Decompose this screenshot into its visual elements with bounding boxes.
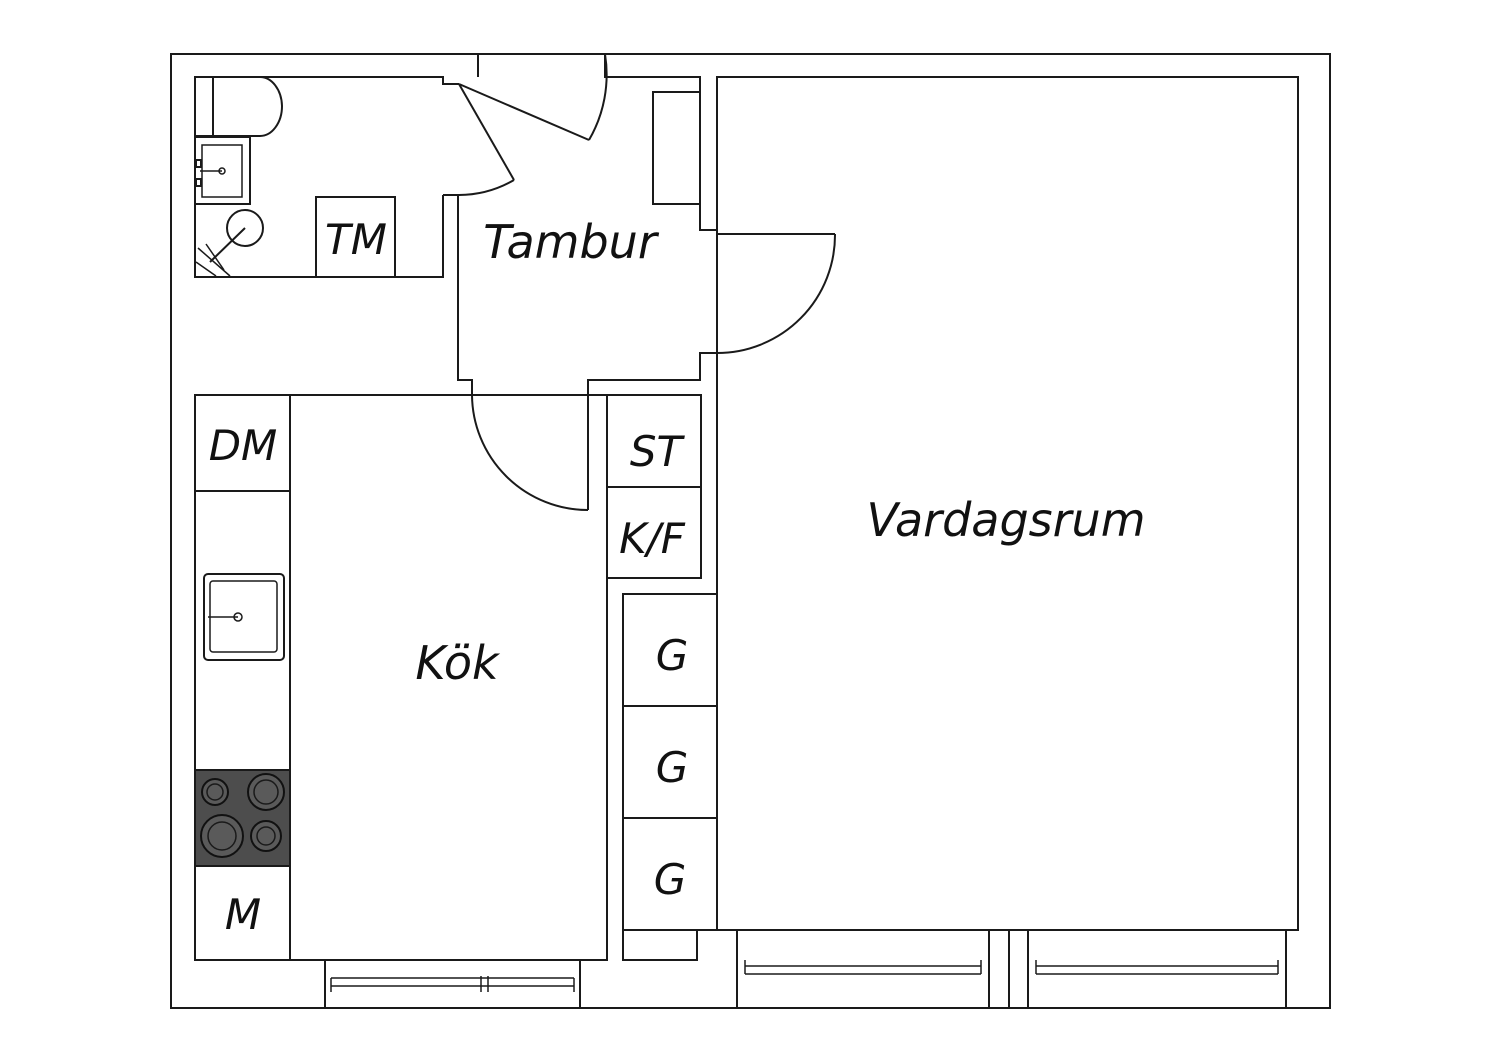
st-kf-cabinets: ST K/F xyxy=(606,394,702,579)
bathroom-door-leaf xyxy=(458,83,515,181)
room-tambur: Tambur xyxy=(443,53,837,511)
g1-label: G xyxy=(656,631,689,680)
room-vardagsrum: Vardagsrum xyxy=(716,76,1299,931)
toilet-icon xyxy=(212,76,284,137)
front-door-swing xyxy=(588,53,608,141)
vardagsrum-label: Vardagsrum xyxy=(866,493,1145,547)
kok-walls xyxy=(194,394,608,961)
shower-icon xyxy=(226,209,264,247)
window-left-frame xyxy=(736,929,990,1009)
g3-label: G xyxy=(654,855,687,904)
kitchen-sink-icon xyxy=(203,573,285,661)
kitchen-window-frame xyxy=(324,959,581,1009)
kitchen-door-swing xyxy=(471,394,589,511)
washbasin-icon xyxy=(194,136,251,205)
g-wardrobes: G G G xyxy=(622,593,718,961)
vardagsrum-windows xyxy=(736,929,1287,1009)
front-door-leaf xyxy=(458,83,590,141)
kok-label: Kök xyxy=(415,636,501,690)
g2-label: G xyxy=(656,743,689,792)
m-label: M xyxy=(225,890,261,939)
dm-label: DM xyxy=(209,421,278,470)
kf-label: K/F xyxy=(619,514,686,563)
window-right-frame xyxy=(1027,929,1287,1009)
bathroom-door-swing xyxy=(458,179,515,196)
livingroom-door-swing xyxy=(716,233,837,354)
vardagsrum-walls xyxy=(716,76,1299,931)
washing-machine-tm xyxy=(315,196,396,278)
st-label: ST xyxy=(630,427,686,476)
tm-label: TM xyxy=(325,215,387,264)
room-bathroom: TM xyxy=(194,76,459,278)
tambur-label: Tambur xyxy=(483,215,660,269)
room-kok: DM M Kök xyxy=(194,394,608,1009)
hall-shelf xyxy=(652,91,701,205)
